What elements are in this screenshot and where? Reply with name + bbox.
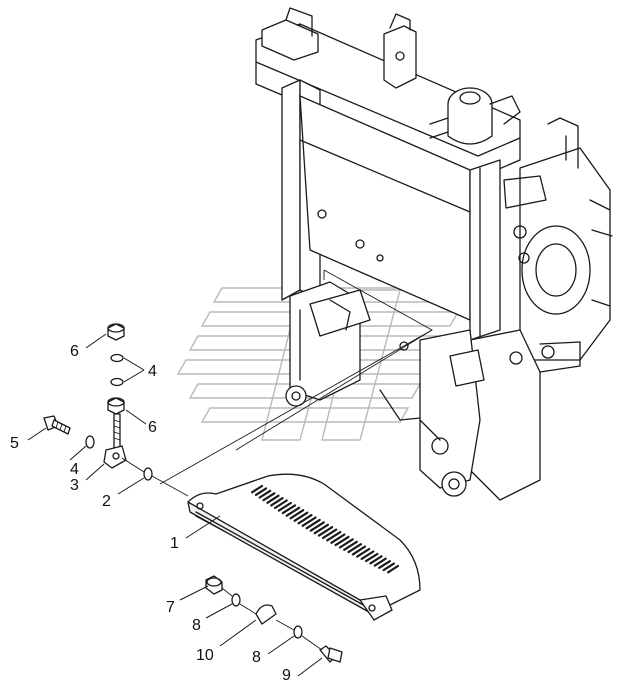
- step-plate-slot: [289, 509, 305, 520]
- step-plate-slot: [254, 487, 268, 496]
- step-plate-slot: [266, 494, 280, 504]
- callout-6-top: 6: [70, 343, 79, 360]
- step-plate-slot: [281, 504, 297, 515]
- step-plate-slots: [251, 484, 400, 574]
- step-plate-slot: [258, 489, 272, 499]
- step-plate-slot: [382, 562, 395, 572]
- step-plate-slot: [309, 521, 325, 532]
- hardware-stack-lower: [205, 575, 343, 663]
- step-plate-slot: [293, 511, 309, 522]
- callout-4-right: 4: [148, 363, 157, 380]
- callout-2: 2: [102, 493, 111, 510]
- step-plate-slot: [262, 492, 276, 502]
- nut-bottom: [205, 575, 223, 595]
- step-plate-slot: [277, 501, 292, 512]
- step-plate-slot: [343, 540, 358, 551]
- washer-upper: [110, 353, 124, 363]
- callout-3: 3: [70, 477, 79, 494]
- step-plate-slot: [317, 526, 334, 537]
- callout-6-lower: 6: [148, 419, 157, 436]
- callout-4-left: 4: [70, 461, 79, 478]
- step-plate-slot: [297, 513, 313, 525]
- step-plate-slot: [347, 543, 362, 554]
- washer-right: [143, 467, 153, 481]
- washer-bottom-b: [293, 625, 303, 639]
- callout-1: 1: [170, 535, 179, 552]
- step-plate-slot: [326, 530, 342, 542]
- step-plate-slot: [270, 497, 284, 507]
- step-plate-slot: [273, 499, 288, 510]
- hardware-stack-upper: [43, 323, 189, 497]
- step-plate-slot: [334, 535, 350, 547]
- step-plate-slot: [369, 555, 383, 565]
- callout-5: 5: [10, 435, 19, 452]
- callout-8-upper: 8: [192, 617, 201, 634]
- step-plate-slot: [338, 538, 354, 549]
- step-plate-slot: [313, 523, 329, 535]
- step-plate: [187, 473, 421, 621]
- cam-plate: [255, 604, 277, 625]
- washer-lower: [110, 377, 124, 387]
- step-plate-slot: [285, 506, 301, 517]
- washer-left: [85, 435, 95, 449]
- step-plate-slot: [351, 545, 367, 556]
- step-plate-slot: [251, 484, 264, 494]
- step-plate-slot: [364, 552, 379, 563]
- step-plate-slot: [373, 557, 387, 567]
- machine-frame: [255, 7, 613, 501]
- callout-8-lower: 8: [252, 649, 261, 666]
- callout-7: 7: [166, 599, 175, 616]
- step-plate-slot: [321, 528, 338, 540]
- washer-bottom-a: [231, 593, 241, 607]
- callouts: 6 4 6 5 4 3 2 1 7 8 10 8 9: [10, 333, 323, 684]
- step-plate-slot: [378, 560, 391, 569]
- callout-10: 10: [196, 647, 214, 664]
- step-plate-slot: [387, 564, 400, 574]
- step-plate-slot: [301, 516, 317, 527]
- step-plate-slot: [330, 533, 346, 544]
- step-plate-slot: [305, 518, 321, 530]
- pivot-bracket: [103, 445, 127, 469]
- step-plate-slot: [356, 547, 371, 558]
- step-plate-slot: [360, 550, 375, 561]
- reference-lines: [159, 269, 433, 485]
- callout-9: 9: [282, 667, 291, 684]
